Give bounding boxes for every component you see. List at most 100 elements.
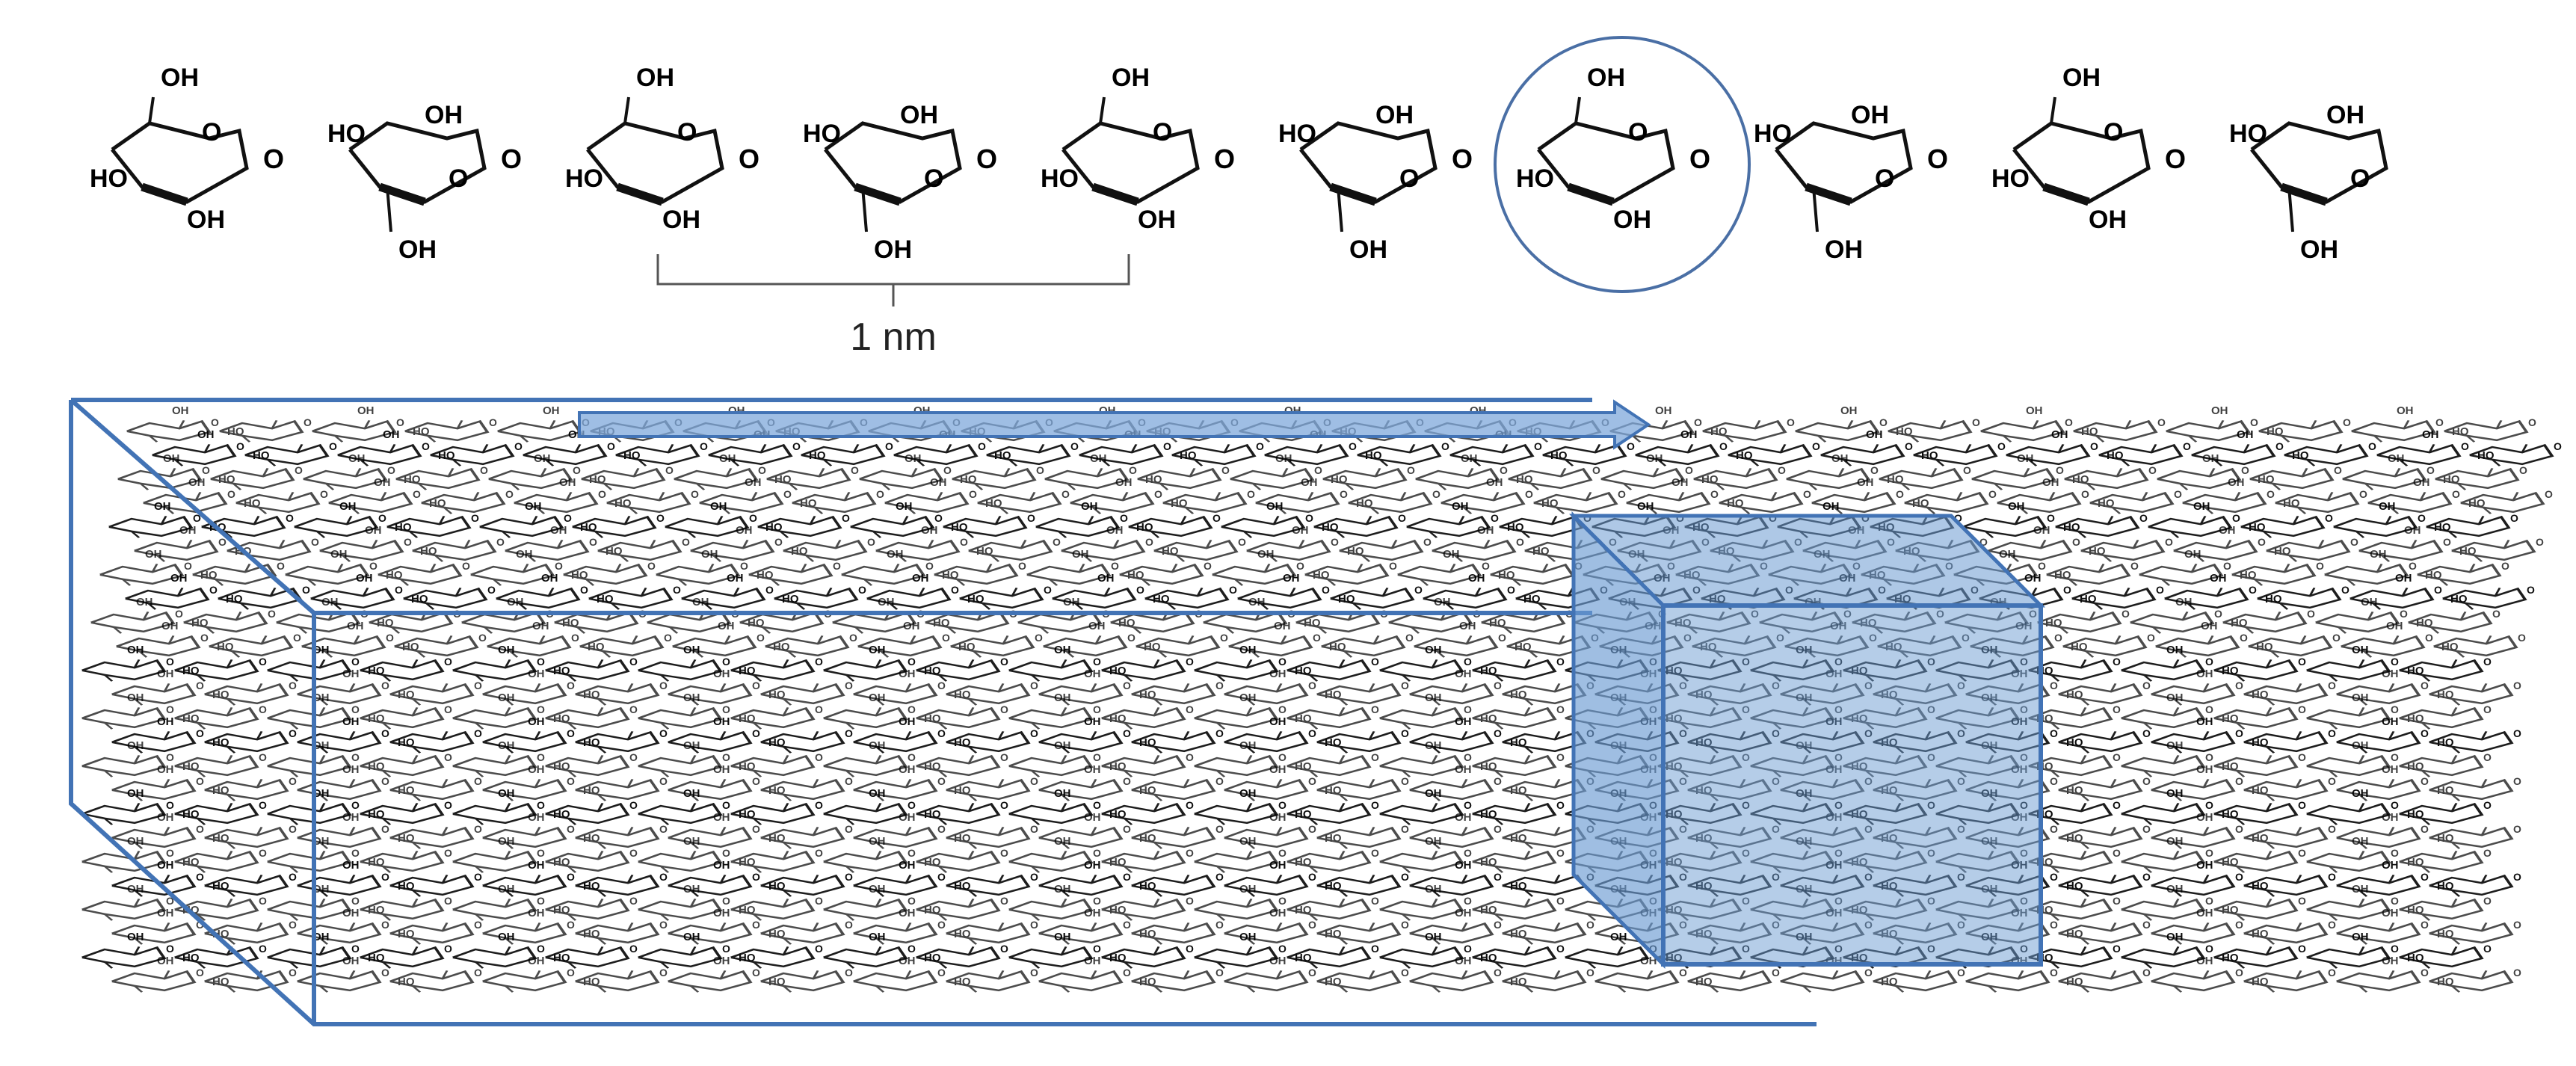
lattice-oxygen-label: O bbox=[2205, 799, 2213, 811]
lattice-hydroxyl-label: HO bbox=[924, 712, 941, 725]
lattice-hydroxyl-label: OH bbox=[157, 763, 174, 776]
lattice-glucose-unit bbox=[637, 706, 722, 731]
lattice-oxygen-label: O bbox=[1778, 464, 1786, 476]
lattice-oxygen-label: O bbox=[659, 680, 668, 691]
lattice-hydroxyl-label: OH bbox=[1084, 763, 1101, 776]
lattice-oxygen-label: O bbox=[2554, 440, 2562, 452]
lattice-oxygen-label: O bbox=[2157, 416, 2166, 428]
lattice-oxygen-label: O bbox=[386, 632, 394, 644]
lattice-oxygen-label: O bbox=[1308, 775, 1316, 787]
lattice-hydroxyl-label: OH bbox=[683, 883, 700, 896]
lattice-oxygen-label: O bbox=[629, 847, 638, 859]
lattice-hydroxyl-label: OH bbox=[905, 452, 922, 465]
ring-oxygen-label: O bbox=[202, 118, 221, 147]
lattice-glucose-unit bbox=[1038, 873, 1123, 899]
lattice-oxygen-label: O bbox=[1238, 536, 1246, 548]
lattice-oxygen-label: O bbox=[2113, 847, 2121, 859]
lattice-hydroxyl-label: OH bbox=[1455, 763, 1472, 776]
lattice-hydroxyl-label: HO bbox=[1109, 856, 1127, 869]
lattice-oxygen-label: O bbox=[1401, 919, 1409, 931]
lattice-oxygen-label: O bbox=[571, 632, 579, 644]
lattice-oxygen-label: O bbox=[1710, 488, 1719, 500]
lattice-oxygen-label: O bbox=[2250, 416, 2258, 428]
lattice-hydroxyl-label: HO bbox=[2252, 880, 2269, 893]
lattice-oxygen-label: O bbox=[2113, 751, 2121, 763]
lattice-oxygen-label: O bbox=[792, 440, 801, 452]
scale-bracket bbox=[656, 254, 1130, 306]
lattice-oxygen-label: O bbox=[2298, 799, 2306, 811]
lattice-oxygen-label: O bbox=[765, 584, 774, 596]
lattice-hydroxyl-label: OH bbox=[342, 763, 360, 776]
lattice-hydroxyl-label: OH bbox=[1239, 883, 1257, 896]
lattice-oxygen-label: O bbox=[2047, 512, 2055, 524]
lattice-oxygen-label: O bbox=[1464, 943, 1472, 955]
lattice-hydroxyl-label: HO bbox=[583, 832, 600, 845]
lattice-oxygen-label: O bbox=[2050, 680, 2058, 691]
lattice-oxygen-label: O bbox=[381, 823, 389, 835]
lattice-oxygen-label: O bbox=[752, 919, 760, 931]
hydroxyl-label: OH bbox=[1587, 64, 1625, 92]
lattice-oxygen-label: O bbox=[259, 895, 267, 907]
hydroxyl-label: OH bbox=[662, 206, 700, 234]
lattice-hydroxyl-label: HO bbox=[954, 736, 971, 749]
lattice-oxygen-label: O bbox=[196, 775, 204, 787]
lattice-oxygen-label: O bbox=[166, 799, 174, 811]
lattice-oxygen-label: O bbox=[2235, 919, 2243, 931]
lattice-hydroxyl-label: HO bbox=[2066, 976, 2083, 988]
lattice-hydroxyl-label: HO bbox=[413, 425, 430, 438]
lattice-glucose-unit bbox=[637, 945, 722, 970]
lattice-oxygen-label: O bbox=[908, 751, 916, 763]
lattice-oxygen-label: O bbox=[2359, 488, 2367, 500]
lattice-oxygen-label: O bbox=[2332, 632, 2341, 644]
lattice-oxygen-label: O bbox=[1988, 488, 1997, 500]
lattice-glucose-unit bbox=[1038, 969, 1123, 994]
lattice-oxygen-label: O bbox=[259, 943, 267, 955]
lattice-hydroxyl-label: OH bbox=[1610, 931, 1627, 943]
lattice-glucose-unit bbox=[1223, 777, 1308, 803]
lattice-hydroxyl-label: HO bbox=[1480, 808, 1497, 821]
lattice-oxygen-label: O bbox=[2328, 967, 2336, 979]
lattice-oxygen-label: O bbox=[1256, 440, 1264, 452]
lattice-hydroxyl-label: HO bbox=[2407, 904, 2424, 916]
lattice-oxygen-label: O bbox=[589, 536, 597, 548]
lattice-glucose-unit bbox=[1008, 849, 1093, 875]
lattice-glucose-unit bbox=[1223, 825, 1308, 851]
lattice-hydroxyl-label: OH bbox=[2196, 907, 2213, 919]
lattice-hydroxyl-label: OH bbox=[899, 811, 916, 824]
lattice-glucose-unit bbox=[296, 969, 381, 994]
hydroxyl-label: OH bbox=[1112, 64, 1150, 92]
lattice-glucose-unit bbox=[1038, 682, 1123, 707]
lattice-glucose-unit bbox=[2305, 658, 2391, 683]
lattice-oxygen-label: O bbox=[2054, 632, 2062, 644]
lattice-oxygen-label: O bbox=[722, 751, 730, 763]
lattice-oxygen-label: O bbox=[444, 943, 452, 955]
glycosidic-oxygen-label: O bbox=[739, 144, 759, 174]
lattice-oxygen-label: O bbox=[815, 703, 823, 715]
lattice-oxygen-label: O bbox=[564, 512, 572, 524]
lattice-hydroxyl-label: OH bbox=[2184, 548, 2201, 561]
lattice-row: OHOHOOOHOHOOOHOHOOOHOHOOOHOHOOOHOHOOOHOH… bbox=[81, 883, 2492, 922]
lattice-glucose-unit bbox=[2335, 873, 2421, 899]
lattice-hydroxyl-label: HO bbox=[924, 952, 941, 964]
lattice-glucose-unit bbox=[822, 658, 908, 683]
lattice-oxygen-label: O bbox=[166, 656, 174, 668]
lattice-hydroxyl-label: OH bbox=[321, 596, 339, 609]
lattice-oxygen-label: O bbox=[2113, 656, 2121, 668]
lattice-hydroxyl-label: HO bbox=[1162, 545, 1179, 558]
lattice-hydroxyl-label: HO bbox=[368, 760, 385, 773]
lattice-oxygen-label: O bbox=[1494, 967, 1502, 979]
lattice-hydroxyl-label: HO bbox=[1295, 952, 1312, 964]
lattice-oxygen-label: O bbox=[2240, 632, 2248, 644]
lattice-hydroxyl-label: OH bbox=[1425, 739, 1442, 752]
lattice-oxygen-label: O bbox=[2205, 751, 2213, 763]
lattice-oxygen-label: O bbox=[752, 871, 760, 883]
lattice-oxygen-label: O bbox=[1340, 488, 1348, 500]
lattice-oxygen-label: O bbox=[2434, 584, 2442, 596]
lattice-oxygen-label: O bbox=[2298, 656, 2306, 668]
lattice-hydroxyl-label: OH bbox=[127, 739, 144, 752]
lattice-hydroxyl-label: HO bbox=[2107, 449, 2124, 462]
lattice-hydroxyl-label: HO bbox=[2437, 976, 2454, 988]
lattice-oxygen-label: O bbox=[598, 488, 606, 500]
